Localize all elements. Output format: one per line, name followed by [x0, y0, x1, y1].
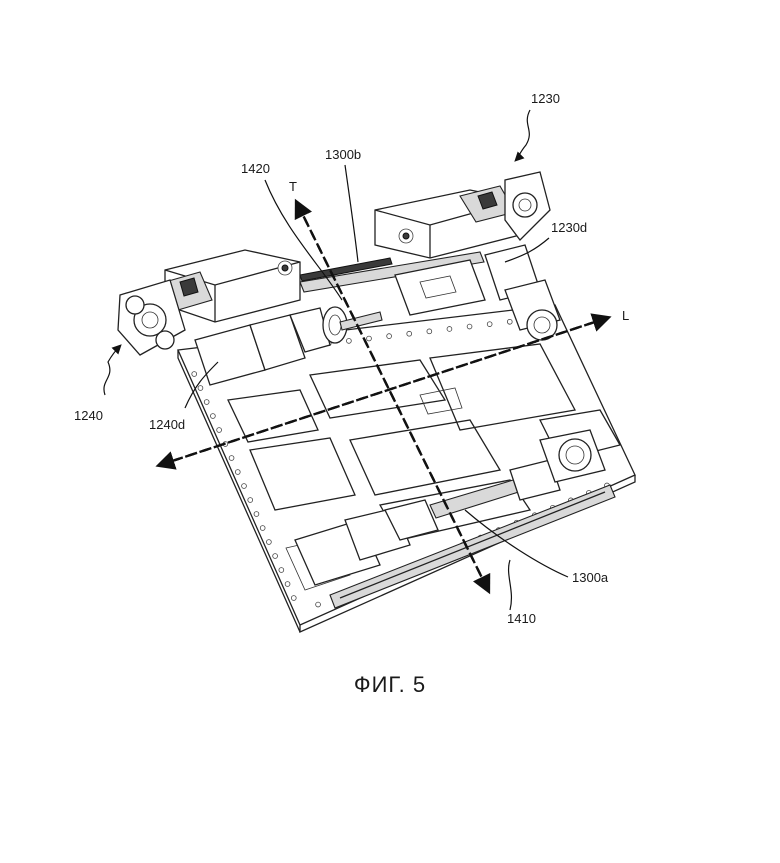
mounting-hole [217, 428, 222, 433]
mounting-hole [507, 319, 512, 324]
mounting-hole [248, 498, 253, 503]
mounting-hole [273, 554, 278, 559]
label-1410: 1410 [507, 611, 536, 626]
mounting-hole [316, 602, 321, 607]
mounting-hole [447, 327, 452, 332]
mounting-hole [235, 470, 240, 475]
mounting-hole [427, 329, 432, 334]
mounting-hole [254, 512, 259, 517]
mounting-hole [242, 484, 247, 489]
label-1240d: 1240d [149, 417, 185, 432]
label-1300a: 1300a [572, 570, 609, 585]
label-1230d: 1230d [551, 220, 587, 235]
label-1420: 1420 [241, 161, 270, 176]
label-axis-T: T [289, 179, 297, 194]
mounting-hole [279, 568, 284, 573]
mounting-hole [346, 338, 351, 343]
mounting-hole [291, 596, 296, 601]
mounting-hole [266, 540, 271, 545]
mounting-hole [285, 582, 290, 587]
mounting-hole [229, 456, 234, 461]
label-1240: 1240 [74, 408, 103, 423]
label-1230: 1230 [531, 91, 560, 106]
mounting-hole [467, 324, 472, 329]
mounting-hole [387, 334, 392, 339]
mounting-hole [192, 372, 197, 377]
mounting-hole [204, 400, 209, 405]
mounting-hole [198, 386, 203, 391]
mounting-hole [210, 414, 215, 419]
label-1300b: 1300b [325, 147, 361, 162]
label-axis-L: L [622, 308, 629, 323]
mounting-hole [260, 526, 265, 531]
mounting-hole [367, 336, 372, 341]
mounting-hole [407, 331, 412, 336]
figure-caption: ФИГ. 5 [0, 672, 780, 698]
mounting-hole [487, 322, 492, 327]
